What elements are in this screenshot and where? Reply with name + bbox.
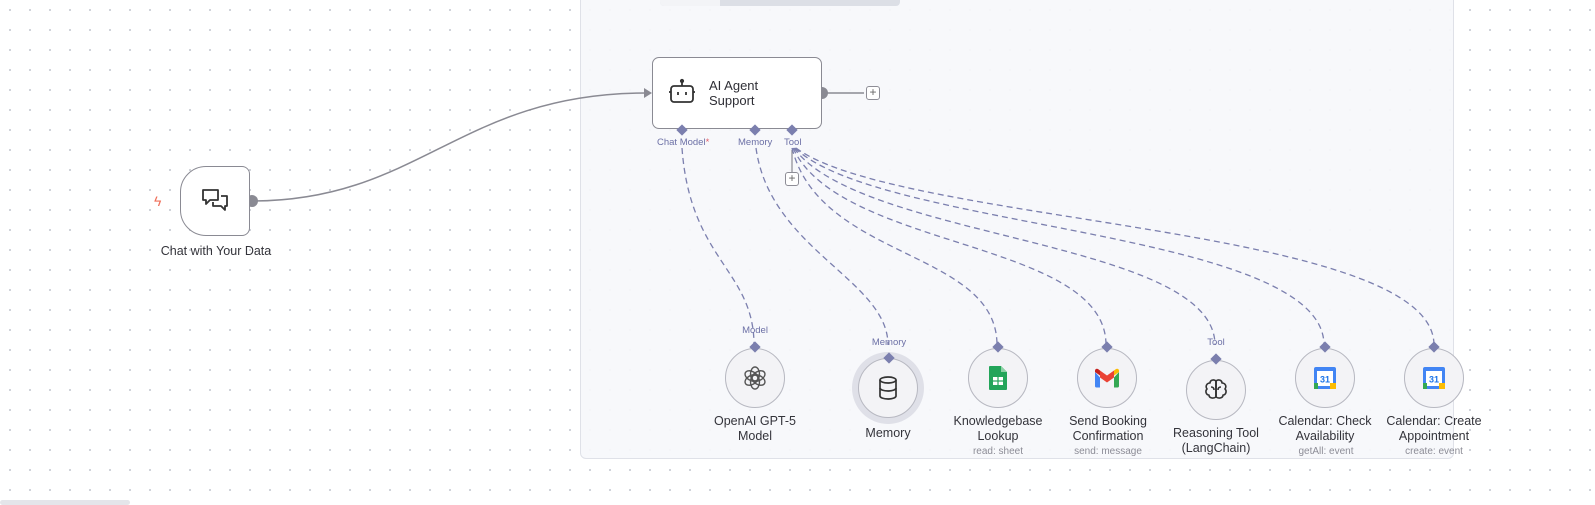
port-memory-label: Memory — [738, 137, 773, 148]
send-booking-confirmation-node[interactable] — [1077, 348, 1137, 408]
reasoning-port-label: Tool — [1207, 337, 1225, 348]
calendar-create-operation: create: event — [1405, 446, 1463, 457]
agent-title-line1: AI Agent — [709, 78, 759, 93]
link-reasoning — [793, 147, 1216, 346]
link-sheets — [791, 147, 998, 346]
knowledgebase-lookup-node[interactable] — [968, 348, 1028, 408]
trigger-label: Chat with Your Data — [160, 244, 272, 258]
calendar-day-number: 31 — [1320, 375, 1330, 385]
add-next-node-button[interactable]: + — [866, 86, 880, 100]
main-connection — [251, 92, 647, 202]
memory-port-label: Memory — [871, 337, 907, 348]
link-gmail — [792, 147, 1107, 346]
knowledgebase-operation: read: sheet — [972, 446, 1024, 457]
add-tool-button[interactable]: + — [785, 172, 799, 186]
ai-agent-node[interactable]: AI Agent Support — [652, 57, 822, 129]
link-memory — [755, 147, 889, 346]
canvas-scrollbar[interactable] — [0, 500, 130, 505]
chat-bubbles-icon — [202, 189, 228, 211]
calendar-check-operation: getAll: event — [1298, 446, 1354, 457]
agent-title-line2: Support — [709, 93, 755, 108]
memory-node[interactable] — [858, 358, 918, 418]
link-openai — [681, 147, 755, 346]
openai-icon — [744, 366, 766, 390]
gmail-icon — [1095, 368, 1119, 388]
google-calendar-icon: 31 — [1314, 367, 1336, 389]
gmail-operation: send: message — [1074, 446, 1142, 457]
calendar-check-availability-node[interactable]: 31 — [1295, 348, 1355, 408]
calendar-day-number: 31 — [1429, 375, 1439, 385]
trigger-bolt-icon: ϟ — [154, 193, 162, 209]
memory-label: Memory — [865, 426, 911, 440]
google-calendar-icon: 31 — [1423, 367, 1445, 389]
connection-arrow — [644, 88, 652, 98]
brain-icon — [1205, 379, 1227, 399]
port-chat-model-label: Chat Model* — [657, 137, 710, 148]
google-sheets-icon — [989, 366, 1007, 390]
openai-model-node[interactable] — [725, 348, 785, 408]
canvas-top-bar — [660, 0, 900, 6]
database-icon — [879, 376, 897, 400]
reasoning-label: Reasoning Tool(LangChain) — [1173, 426, 1259, 455]
link-calendar-check — [794, 147, 1325, 346]
openai-port-label: Model — [742, 325, 768, 336]
robot-icon — [669, 78, 695, 103]
calendar-create-appointment-node[interactable]: 31 — [1404, 348, 1464, 408]
link-calendar-create — [795, 147, 1435, 346]
reasoning-tool-node[interactable] — [1186, 360, 1246, 420]
port-tool-label: Tool — [784, 137, 802, 148]
chat-trigger-node[interactable] — [180, 166, 250, 236]
